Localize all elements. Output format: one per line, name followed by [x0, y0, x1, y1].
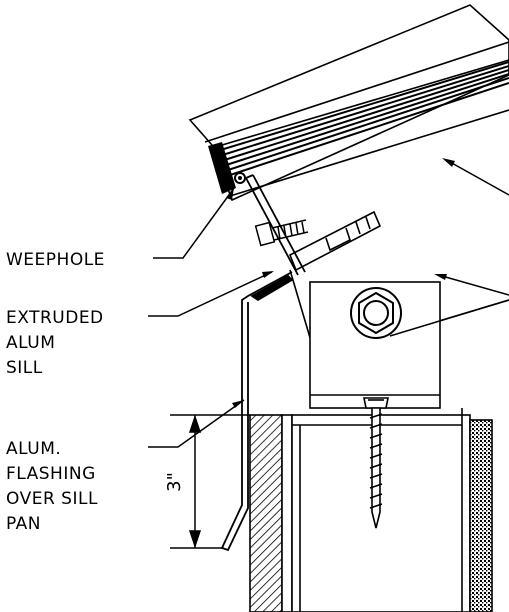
weephole-label: WEEPHOLE — [6, 250, 105, 270]
flashing-arrowhead — [232, 400, 244, 408]
right-arrowhead — [434, 274, 447, 280]
wall-insulation — [249, 414, 293, 612]
dimension-3in — [170, 414, 250, 549]
flashing-label-line-1: ALUM. — [6, 439, 61, 459]
support-beam — [291, 408, 471, 612]
weephole-arrowhead — [226, 188, 234, 200]
dimension-arrow-bottom — [188, 530, 202, 549]
sloped-clip — [245, 174, 306, 276]
glazing-gasket — [208, 142, 246, 194]
sill-arrowhead — [262, 271, 274, 278]
sloped-glazing-frame — [188, 4, 509, 202]
dimension-arrow-top — [188, 414, 202, 433]
sill-label-line-2: ALUM — [6, 333, 55, 353]
flashing-label-line-4: PAN — [6, 514, 41, 534]
dimension-label: 3" — [164, 472, 185, 492]
extruded-sill — [288, 210, 382, 272]
right-leader-a — [441, 275, 509, 296]
clip-screw — [254, 219, 309, 247]
weephole-leader — [153, 187, 235, 259]
upper-right-leader — [449, 161, 509, 196]
flashing-label-line-3: OVER SILL — [6, 489, 98, 509]
leader-arrowheads — [226, 158, 455, 408]
sill-label-line-3: SILL — [6, 358, 43, 378]
right-leader-b — [389, 299, 509, 337]
glazing-panel-layers — [213, 61, 509, 178]
flashing-label-line-2: FLASHING — [6, 464, 96, 484]
lag-screw — [363, 397, 389, 529]
upper-right-arrowhead — [442, 158, 455, 167]
bolt-head — [350, 287, 402, 339]
flashing-pan — [220, 271, 294, 552]
wall-finish — [469, 419, 493, 612]
sill-label-line-1: EXTRUDED — [6, 308, 104, 328]
sill-leader — [148, 271, 273, 317]
